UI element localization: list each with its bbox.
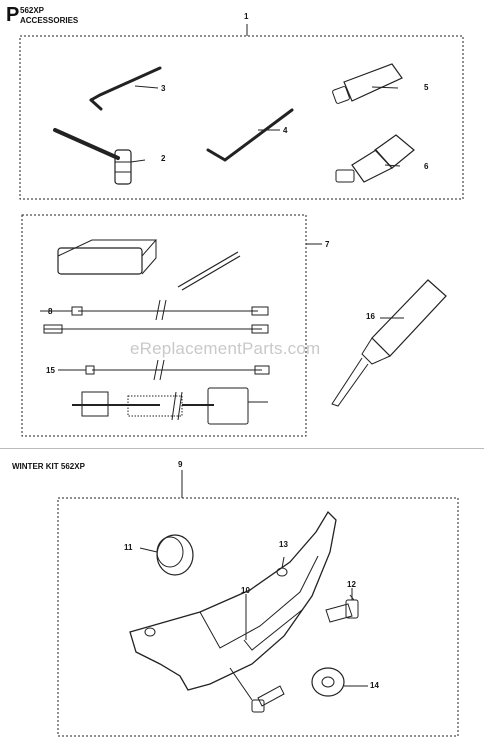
callout-6: 6 (424, 162, 429, 171)
callout-1: 1 (244, 12, 249, 21)
callout-7: 7 (325, 240, 330, 249)
kit-box-7 (21, 214, 307, 437)
callout-4: 4 (283, 126, 288, 135)
callout-3: 3 (161, 84, 166, 93)
page-title: ACCESSORIES (20, 16, 79, 25)
hex-key-3 (89, 66, 162, 102)
callout-11: 11 (124, 543, 133, 552)
combination-wrench-2 (53, 128, 120, 160)
callout-14: 14 (370, 681, 379, 690)
callout-15: 15 (46, 366, 55, 375)
tweezers (177, 251, 241, 291)
grease-tube-5 (343, 63, 403, 102)
accessories-box-1 (19, 35, 464, 200)
grease-gun-6 (374, 134, 415, 169)
plug-11 (156, 534, 194, 576)
callout-9: 9 (178, 460, 183, 469)
tool-case (57, 247, 143, 275)
screw-12 (325, 603, 353, 623)
model-number: 562XP (20, 6, 45, 15)
sealant-tube-16 (371, 279, 447, 357)
o-ring-13 (276, 567, 288, 577)
callout-8: 8 (48, 307, 53, 316)
winter-cover-10 (129, 510, 337, 691)
section-divider (0, 448, 484, 449)
callout-13: 13 (279, 540, 288, 549)
section-letter: P (6, 4, 20, 26)
callout-2: 2 (161, 154, 166, 163)
callout-5: 5 (424, 83, 429, 92)
small-ring (144, 627, 156, 637)
grommet-14 (311, 667, 345, 697)
watermark-text: eReplacementParts.com (130, 339, 321, 358)
screw-lower (257, 685, 285, 707)
hex-key-4 (206, 108, 294, 162)
callout-16: 16 (366, 312, 375, 321)
winter-kit-box-9 (57, 497, 459, 737)
winter-kit-title: WINTER KIT 562XP (12, 462, 85, 471)
callout-12: 12 (347, 580, 356, 589)
callout-10: 10 (241, 586, 250, 595)
